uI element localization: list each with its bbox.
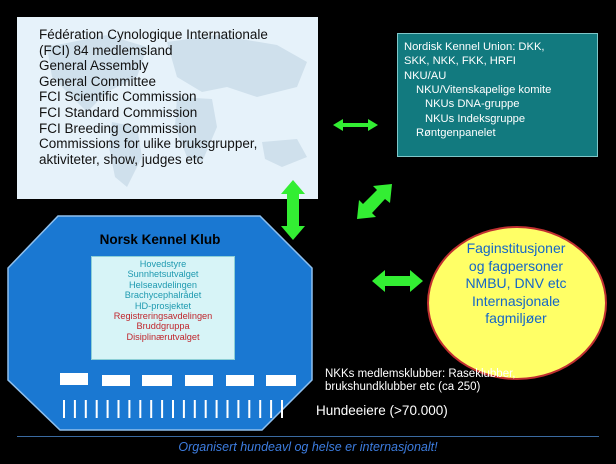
nku-line: NKU/AU bbox=[404, 70, 447, 82]
nku-line: Røntgenpanelet bbox=[416, 127, 496, 139]
owner-bar bbox=[193, 400, 196, 418]
members-text: NKKs medlemsklubber: Raseklubber, bruksh… bbox=[325, 368, 515, 395]
fci-line: Commissions for ulike bruksgrupper, bbox=[39, 136, 258, 152]
vertical-double-arrow-icon bbox=[281, 180, 305, 240]
nkk-item: Hovedstyre bbox=[139, 259, 187, 269]
fci-line: FCI Scientific Commission bbox=[39, 89, 197, 105]
fag-line: NMBU, DNV etc bbox=[465, 275, 567, 292]
owner-bar bbox=[182, 400, 185, 418]
member-club-block bbox=[266, 375, 296, 386]
nkk-item: HD-prosjektet bbox=[134, 300, 192, 311]
owner-bar bbox=[237, 400, 240, 418]
nku-line: SKK, NKK, FKK, HRFI bbox=[404, 55, 516, 67]
owner-bar bbox=[150, 400, 153, 418]
nkk-inner-box bbox=[91, 256, 235, 360]
owner-bar bbox=[172, 400, 174, 418]
double-arrow-icon bbox=[333, 119, 378, 131]
fci-line: General Assembly bbox=[39, 58, 149, 74]
member-club-block bbox=[102, 375, 130, 386]
nkk-item: Helseavdelingen bbox=[129, 279, 197, 290]
member-club-blocks bbox=[60, 373, 296, 386]
world-map-background bbox=[47, 35, 307, 187]
members-line: brukshundklubber etc (ca 250) bbox=[325, 381, 481, 394]
members-line: NKKs medlemsklubber: Raseklubber, bbox=[325, 368, 516, 380]
member-club-block bbox=[60, 373, 88, 385]
fag-circle bbox=[427, 226, 607, 380]
owner-bar bbox=[95, 400, 98, 418]
member-club-block bbox=[142, 375, 172, 386]
fci-box: Fédération Cynologique Internationale (F… bbox=[17, 17, 318, 199]
nku-line: NKU/Vitenskapelige komite bbox=[416, 84, 552, 96]
owner-bar bbox=[117, 400, 120, 418]
fci-line: FCI Breeding Commission bbox=[39, 120, 197, 136]
footer-divider bbox=[17, 436, 599, 437]
owner-bar bbox=[128, 400, 131, 418]
owner-bar bbox=[248, 400, 251, 418]
owner-bar bbox=[161, 400, 164, 418]
owner-bar bbox=[63, 400, 65, 418]
owner-bar bbox=[270, 400, 273, 418]
nkk-list: Hovedstyre Sunnhetsutvalget Helseavdelin… bbox=[91, 259, 235, 342]
nkk-item: Registreringsavdelingen bbox=[113, 311, 213, 322]
owner-bar bbox=[106, 400, 109, 418]
owners-text: Hundeeiere (>70.000) bbox=[316, 403, 448, 418]
owner-bar bbox=[139, 400, 142, 418]
nku-line: Nordisk Kennel Union: DKK, bbox=[404, 41, 545, 53]
nkk-item: Bruddgruppa bbox=[136, 321, 190, 332]
nku-line: NKUs DNA-gruppe bbox=[425, 98, 520, 110]
fag-line: og fagpersoner bbox=[468, 257, 564, 274]
fci-line: General Committee bbox=[39, 73, 157, 89]
nku-line: NKUs Indeksgruppe bbox=[425, 113, 526, 125]
owner-bar bbox=[84, 400, 87, 418]
nku-box: Nordisk Kennel Union: DKK, SKK, NKK, FKK… bbox=[397, 33, 598, 157]
owner-bar bbox=[73, 400, 76, 418]
fag-line: fagmiljøer bbox=[485, 310, 547, 327]
nkk-item: Sunnhetsutvalget bbox=[127, 269, 199, 280]
fag-text: Faginstitusjoner og fagpersoner NMBU, DN… bbox=[427, 240, 605, 328]
fci-line: (FCI) 84 medlemsland bbox=[39, 42, 173, 58]
owner-bar bbox=[226, 400, 229, 418]
diagonal-double-arrow-icon bbox=[357, 184, 392, 219]
nkk-item: Brachycephalrådet bbox=[124, 290, 202, 301]
footer-caption: Organisert hundeavl og helse er internas… bbox=[178, 440, 438, 454]
fci-text: Fédération Cynologique Internationale (F… bbox=[39, 27, 268, 167]
owner-bar bbox=[281, 400, 283, 418]
horizontal-double-arrow-icon bbox=[372, 270, 423, 292]
fci-line: Fédération Cynologique Internationale bbox=[39, 27, 268, 42]
owner-bar bbox=[215, 400, 218, 418]
fci-line: aktiviteter, show, judges etc bbox=[39, 151, 204, 167]
owner-bar bbox=[259, 400, 262, 418]
fci-line: FCI Standard Commission bbox=[39, 104, 198, 120]
nkk-title: Norsk Kennel Klub bbox=[99, 232, 221, 247]
nkk-item: Disiplinærutvalget bbox=[126, 331, 200, 342]
fag-line: Internasjonale bbox=[472, 292, 560, 309]
owner-bars bbox=[63, 400, 283, 418]
owner-bar bbox=[204, 400, 207, 418]
member-club-block bbox=[185, 375, 213, 386]
fag-line: Faginstitusjoner bbox=[466, 240, 566, 256]
member-club-block bbox=[226, 375, 254, 386]
